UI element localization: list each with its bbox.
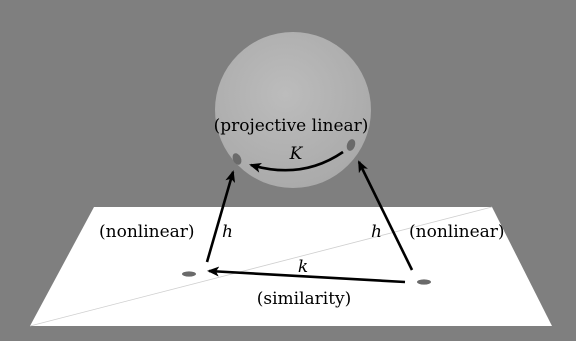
label-K: K (289, 144, 304, 164)
sphere-spot-left (232, 153, 242, 165)
label-k: k (298, 257, 308, 277)
plane-diagonal-line (29, 206, 493, 327)
sphere-arrow-K (249, 150, 344, 173)
sphere-spot-right (346, 139, 356, 151)
label-projective-linear: (projective linear) (214, 116, 369, 136)
label-similarity: (similarity) (257, 289, 352, 309)
plane-spot-right (417, 279, 431, 285)
image-plane (30, 207, 552, 326)
label-right-nonlinear: (nonlinear) (409, 222, 505, 242)
arrow-right-h (357, 160, 414, 271)
label-left-nonlinear: (nonlinear) (99, 222, 195, 242)
label-left-h: h (222, 222, 233, 242)
plane-spot-left (182, 271, 196, 277)
arrow-left-h (205, 170, 236, 263)
plane-arrow-k (207, 266, 406, 284)
label-right-h: h (371, 222, 382, 242)
sphere (215, 32, 371, 188)
